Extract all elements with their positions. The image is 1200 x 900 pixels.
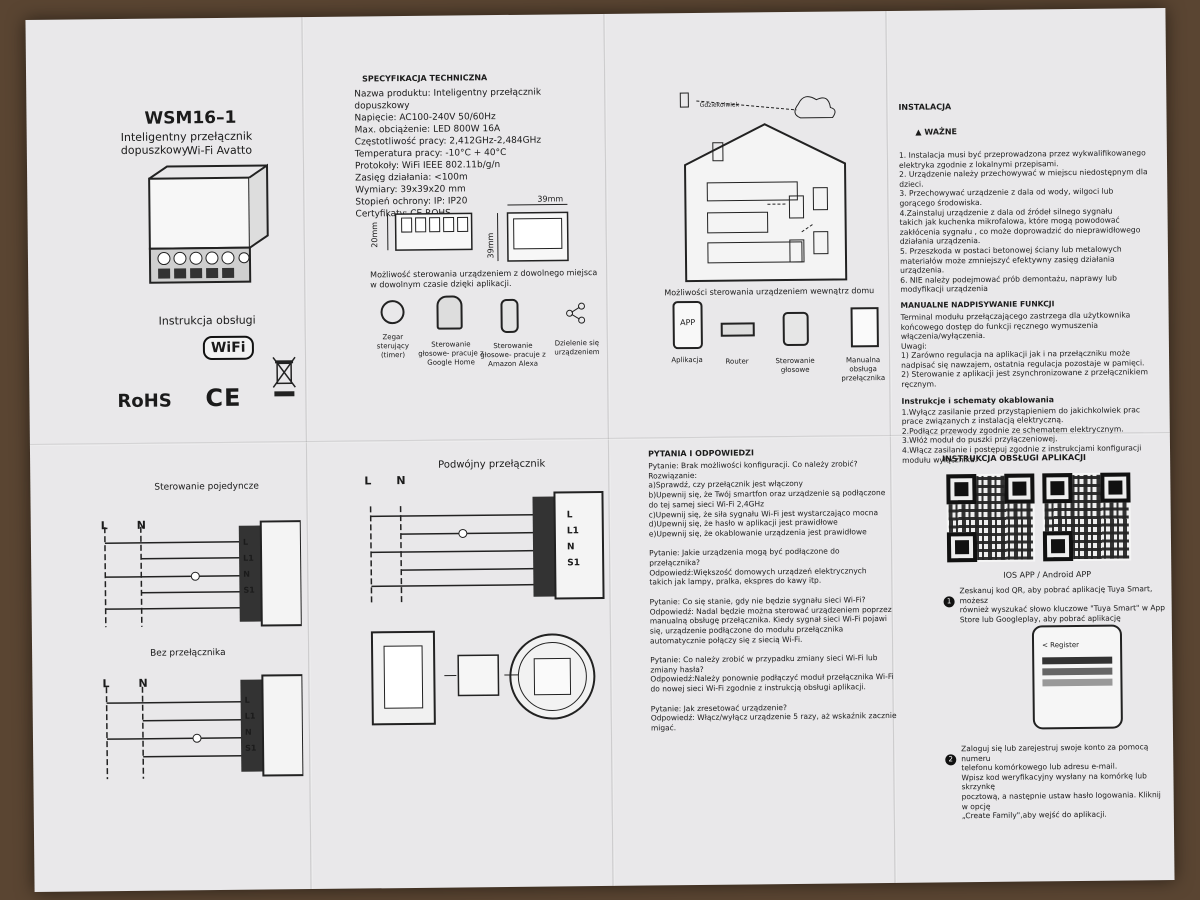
product-subtitle-2: Wi-Fi Avatto bbox=[186, 143, 253, 158]
app-label: APP bbox=[680, 317, 696, 328]
cloud-label: Gdziekolwiek bbox=[699, 101, 740, 109]
weee-bin-icon bbox=[272, 356, 296, 397]
dimension-right: 39mm bbox=[486, 232, 496, 259]
wifi-badge-text: WiFi bbox=[210, 339, 246, 357]
register-input-1 bbox=[1042, 656, 1113, 665]
without-switch-title: Bez przełącznika bbox=[150, 647, 226, 659]
terminal-L1-2: L1 bbox=[244, 711, 256, 721]
installation-text: 1. Instalacja musi być przeprowadzona pr… bbox=[898, 148, 1148, 295]
app-panel: INSTRUKCJA OBSŁUGI APLIKACJI IOS APP / A… bbox=[902, 444, 1169, 883]
without-switch-diagram bbox=[105, 674, 304, 780]
phone-app-icon: APP bbox=[672, 300, 703, 350]
double-switch-title: Podwójny przełącznik bbox=[438, 458, 546, 471]
register-input-2 bbox=[1042, 667, 1113, 676]
wifi-badge: WiFi bbox=[202, 335, 254, 361]
inside-home-text: Możliwości sterowania urządzeniem wewnąt… bbox=[664, 286, 875, 298]
manual-override-heading: MANUALNE NADPISYWANIE FUNKCJI bbox=[900, 299, 1055, 310]
dimension-top: 39mm bbox=[537, 194, 564, 204]
router-label: Router bbox=[725, 357, 749, 366]
wall-switch-icon bbox=[850, 307, 879, 348]
app-heading: INSTRUKCJA OBSŁUGI APLIKACJI bbox=[942, 452, 1087, 464]
specs-panel: SPECYFIKACJA TECHNICZNA Nazwa produktu: … bbox=[315, 14, 607, 441]
amazon-alexa-label: Sterowanie głosowe- pracuje z Amazon Ale… bbox=[480, 341, 546, 369]
warning-text: WAŻNE bbox=[924, 127, 958, 137]
single-wiring-diagram bbox=[104, 520, 302, 628]
double-wiring-diagram bbox=[369, 490, 605, 603]
terminal-S1: S1 bbox=[243, 585, 255, 595]
qr-code-ios bbox=[946, 473, 1036, 563]
terminal-L: L bbox=[242, 537, 249, 547]
label-N-3: N bbox=[396, 474, 406, 488]
warning-triangle-icon: ▲ bbox=[915, 127, 925, 137]
terminal-S1-2: S1 bbox=[245, 743, 257, 753]
app-icon-label: Aplikacja bbox=[671, 355, 703, 365]
switch-module-image bbox=[148, 163, 269, 284]
label-L: L bbox=[100, 519, 108, 533]
installation-heading: INSTALACJA bbox=[898, 102, 952, 112]
qr-code-android bbox=[1042, 472, 1132, 562]
dimension-drawing bbox=[387, 203, 569, 262]
terminal-N-3: N bbox=[566, 542, 575, 553]
manual-label: Instrukcja obsługi bbox=[158, 313, 256, 328]
single-wiring-panel: Sterowanie pojedyncze L N L L1 N S1 Bez … bbox=[30, 441, 311, 892]
terminal-S1-3: S1 bbox=[567, 558, 580, 569]
terminal-L-3: L bbox=[566, 510, 573, 521]
step-1-badge: 1 bbox=[943, 596, 955, 608]
share-icon bbox=[566, 302, 586, 324]
faq-panel: PYTANIA I ODPOWIEDZI Pytanie: Brak możli… bbox=[648, 447, 897, 733]
label-N-2: N bbox=[138, 676, 148, 690]
cover-panel: WSM16–1 Inteligentny przełącznik dopuszk… bbox=[25, 17, 305, 444]
rohs-logo: RoHS bbox=[117, 390, 172, 413]
house-diagram-panel: Gdziekolwiek Możliwości sterowania urząd… bbox=[603, 11, 889, 438]
share-label: Dzielenie się urządzeniem bbox=[554, 339, 600, 357]
label-N: N bbox=[136, 518, 147, 532]
instruction-sheet: WSM16–1 Inteligentny przełącznik dopuszk… bbox=[25, 8, 1175, 892]
single-control-title: Sterowanie pojedyncze bbox=[154, 481, 259, 493]
register-header: < Register bbox=[1042, 640, 1080, 650]
specs-heading: SPECYFIKACJA TECHNICZNA bbox=[362, 73, 488, 84]
faq-heading: PYTANIA I ODPOWIEDZI bbox=[647, 448, 754, 459]
terminal-N: N bbox=[243, 569, 251, 579]
terminal-L-2: L bbox=[244, 695, 250, 705]
router-icon bbox=[720, 322, 755, 337]
register-input-3 bbox=[1042, 678, 1113, 687]
step-1-text: Zeskanuj kod QR, aby pobrać aplikację Tu… bbox=[959, 584, 1166, 625]
voice-label: Sterowanie głosowe bbox=[775, 356, 815, 375]
warning-label: ▲ WAŻNE bbox=[899, 112, 1161, 151]
voice-speaker-icon bbox=[782, 311, 809, 347]
ce-logo: CE bbox=[205, 383, 242, 413]
step-2-badge: 2 bbox=[945, 754, 957, 766]
installation-drawing bbox=[370, 630, 596, 726]
timer-icon bbox=[380, 300, 405, 325]
faq-text: Pytanie: Brak możliwości konfiguracji. C… bbox=[648, 459, 897, 733]
label-L-2: L bbox=[102, 677, 110, 691]
amazon-alexa-icon bbox=[500, 298, 519, 334]
house-diagram bbox=[679, 92, 848, 283]
phone-register-screen: < Register bbox=[1031, 624, 1123, 730]
control-anywhere-text: Możliwość sterowania urządzeniem z dowol… bbox=[370, 268, 598, 290]
app-platforms: IOS APP / Android APP bbox=[1003, 569, 1092, 580]
wall-switch-label: Manualna obsługa przełącznika bbox=[841, 356, 886, 383]
timer-label: Zegar sterujący (timer) bbox=[376, 333, 410, 360]
google-home-label: Sterowanie głosowe- pracuje z Google Hom… bbox=[418, 340, 484, 367]
terminal-N-2: N bbox=[244, 727, 252, 737]
model-title: WSM16–1 bbox=[144, 107, 237, 129]
step-2-text: Zaloguj się lub zarejestruj swoje konto … bbox=[961, 742, 1164, 821]
terminal-L1-3: L1 bbox=[566, 526, 579, 537]
dimension-left: 20mm bbox=[369, 221, 380, 248]
manual-override-text: Terminal modułu przełączającego zastrzeg… bbox=[900, 310, 1148, 389]
terminal-L1: L1 bbox=[243, 553, 254, 563]
installation-panel: INSTALACJA ▲ WAŻNE 1. Instalacja musi by… bbox=[898, 100, 1164, 465]
spec-line: Nazwa produktu: Inteligentny przełącznik… bbox=[354, 87, 545, 112]
google-home-icon bbox=[436, 295, 463, 330]
double-switch-panel: Podwójny przełącznik L N L L1 N S1 bbox=[320, 438, 613, 889]
label-L-3: L bbox=[364, 474, 372, 488]
